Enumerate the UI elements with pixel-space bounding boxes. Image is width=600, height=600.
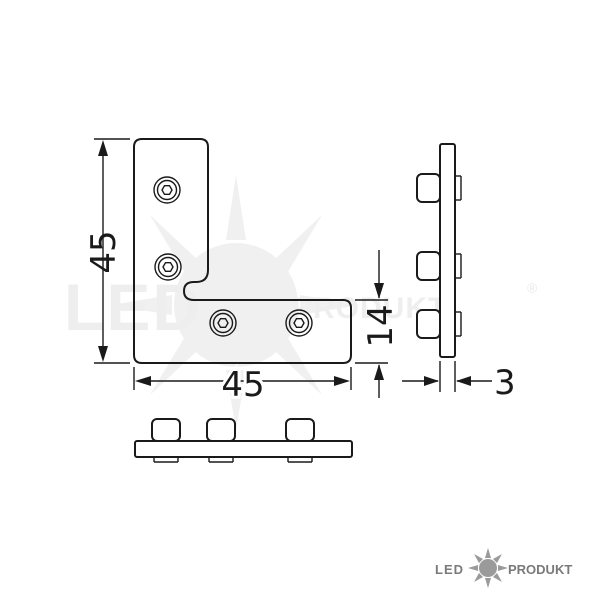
thickness-dimension: 3 (402, 361, 516, 403)
side-stud-bottom (416, 309, 441, 339)
logo-brand-right: PRODUKT (508, 562, 572, 577)
width-dimension: 45 (133, 362, 352, 408)
bottom-stud-middle (206, 418, 236, 442)
leg-width-dimension: 14 (355, 250, 401, 398)
logo-brand-left: LED (435, 562, 464, 577)
thickness-dimension-label: 3 (494, 363, 516, 403)
side-stud-top (416, 173, 441, 203)
screw-hole-middle (154, 253, 182, 281)
bottom-stud-right (285, 418, 315, 442)
side-view (416, 143, 462, 358)
side-plate (439, 143, 456, 358)
height-dimension: 45 (84, 138, 130, 364)
width-dimension-label: 45 (221, 365, 264, 405)
leg-width-dimension-label: 14 (361, 304, 401, 347)
height-dimension-label: 45 (84, 230, 124, 273)
watermark-registered-mark: ® (527, 280, 538, 296)
watermark: LED PRODUKT ® (64, 175, 538, 430)
screw-hole-bottom-right (285, 309, 313, 337)
screw-hole-top (153, 176, 181, 204)
side-stud-middle (416, 251, 441, 281)
brand-logo: LED PRODUKT (435, 548, 572, 588)
bottom-plate (134, 440, 353, 458)
l-bracket-outline (133, 138, 352, 364)
watermark-brand-left: LED (64, 270, 202, 344)
logo-sun-icon (468, 548, 508, 588)
bottom-stud-left (151, 418, 181, 442)
front-view (133, 138, 352, 364)
bottom-view (134, 418, 353, 463)
screw-hole-bottom-left (209, 309, 237, 337)
